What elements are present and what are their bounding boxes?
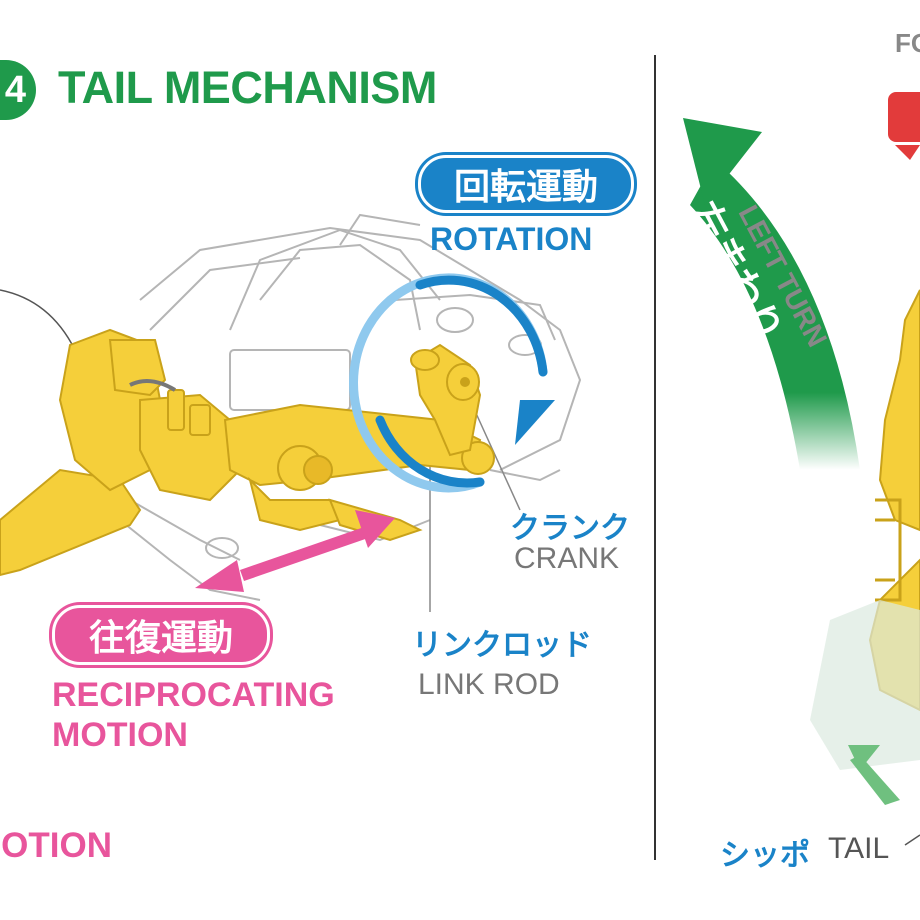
rotation-arrow: [349, 273, 555, 493]
crank-leader: [469, 399, 521, 511]
tail-jp-label: シッポ: [720, 839, 810, 872]
machine-outline: [119, 213, 582, 601]
tail-en-label: TAIL: [828, 832, 890, 865]
tail-motion-arrow: [850, 755, 900, 805]
rotation-label: ROTATION: [430, 221, 593, 257]
yellow-mechanism: [0, 328, 495, 577]
tail-paddle: [0, 468, 142, 577]
corner-text: FO: [895, 28, 920, 58]
tail-shadow: [810, 600, 920, 770]
link-rod-en-label: LINK ROD: [418, 668, 560, 701]
rotation-jp-pill: 回転運動: [418, 155, 634, 213]
reciprocating-jp-pill: 往復運動: [52, 605, 270, 665]
link-rod-jp-label: リンクロッド: [412, 629, 592, 662]
left-turn-arrow: [683, 118, 860, 470]
tail-leader-curve: [0, 289, 76, 351]
reciprocating-arrow: [195, 510, 395, 592]
tail-bracket: [875, 498, 902, 602]
crank-jp-label: クランク: [510, 512, 630, 545]
spring: [129, 379, 177, 392]
crank-en-label: CRANK: [514, 542, 620, 575]
red-badge: [888, 92, 920, 142]
reciprocating-label-line2: MOTION: [52, 716, 188, 754]
reciprocating-label-line1: RECIPROCATING: [52, 676, 335, 714]
tail-pointer-line: [904, 834, 920, 846]
section-title: TAIL MECHANISM: [58, 62, 437, 113]
motion-label-bottom: MOTION: [0, 826, 112, 865]
